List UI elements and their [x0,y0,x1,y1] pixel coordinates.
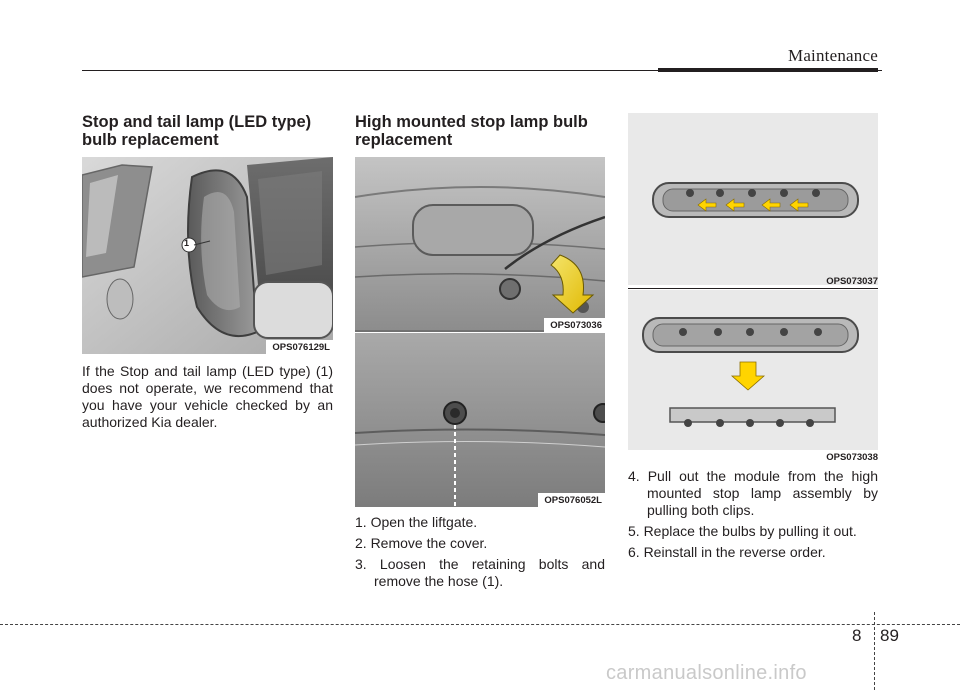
header-rule [82,70,882,71]
list-item: 3. Loosen the retaining bolts and remove… [355,556,605,589]
list-item: 1. Open the liftgate. [355,514,478,530]
figure-code: OPS073036 [544,318,605,332]
chapter-number: 8 [852,626,862,645]
page-number: 89 [880,626,899,645]
figure-code: OPS073038 [826,452,878,463]
figure-code: OPS073037 [826,276,878,287]
footer-rule [0,624,960,625]
list-item: 5. Replace the bulbs by pulling it out. [628,523,857,539]
tail-lamp-figure: 1 OPS076129L [82,157,333,354]
module-figure-bottom [628,290,878,450]
section-title: Maintenance [788,46,878,65]
retaining-bolt-illustration [355,333,605,507]
watermark: carmanualsonline.info [606,662,807,684]
tail-lamp-heading: Stop and tail lamp (LED type) bulb repla… [82,113,312,149]
module-figure-top [628,113,878,285]
list-item: 4. Pull out the module from the high mou… [628,468,878,518]
tail-lamp-paragraph: If the Stop and tail lamp (LED type) (1)… [82,363,333,430]
figure-divider [628,288,878,289]
liftgate-figure-bottom: OPS076052L [355,333,605,507]
liftgate-figure-top: OPS073036 [355,157,605,332]
lamp-module-illustration [628,113,878,285]
steps-list-1: 1. Open the liftgate. 2. Remove the cove… [355,514,605,594]
tail-lamp-illustration [82,157,333,354]
figure-code: OPS076129L [266,340,333,354]
footer-divider [874,612,875,690]
bulb-removal-illustration [628,290,878,450]
high-mounted-heading: High mounted stop lamp bulb replacement [355,113,588,149]
list-item: 2. Remove the cover. [355,535,488,551]
liftgate-illustration [355,157,605,332]
header-rule-accent [658,68,878,72]
callout-number: 1 [184,238,190,248]
list-item: 6. Reinstall in the reverse order. [628,544,826,560]
figure-code: OPS076052L [538,493,605,507]
steps-list-2: 4. Pull out the module from the high mou… [628,468,878,565]
